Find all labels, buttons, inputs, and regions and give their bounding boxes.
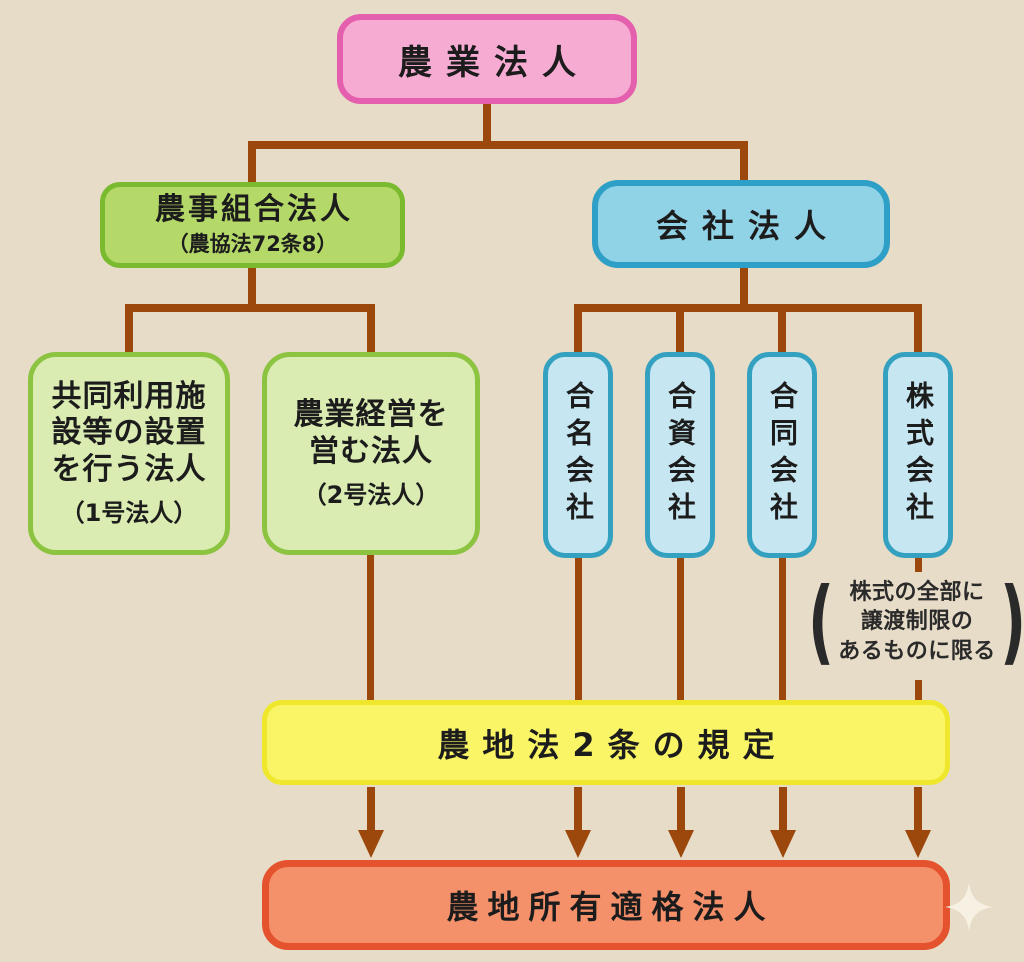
connector-to-goshi xyxy=(676,304,684,356)
node-farming-management-corporation: 農業経営を 営む法人 （2号法人） xyxy=(262,352,480,555)
note-text: 株式の全部に 譲渡制限の あるものに限る xyxy=(838,578,996,665)
note-line-1: 株式の全部に xyxy=(849,580,985,606)
connector-top-horizontal xyxy=(248,141,748,149)
node-qualified-farmland-label: 農地所有適格法人 xyxy=(446,888,775,926)
arrow-shaft-3 xyxy=(677,787,685,833)
drop-kabushiki-lower xyxy=(915,680,922,703)
node-company-corporation-label: 会社法人 xyxy=(655,207,840,245)
node-farmland-act-article-2: 農地法2条の規定 xyxy=(262,700,950,785)
share-transfer-restriction-note: ( 株式の全部に 譲渡制限の あるものに限る ) xyxy=(808,567,1024,676)
node-godo-kaisha: 合同会社 xyxy=(747,352,817,558)
connector-to-kabushiki xyxy=(914,304,922,356)
node-farm-cooperative-corporation: 農事組合法人 （農協法72条8） xyxy=(100,182,405,268)
node-joint-facility-corporation: 共同利用施 設等の設置 を行う法人 （1号法人） xyxy=(28,352,230,555)
connector-to-coop xyxy=(248,141,256,186)
connector-coop-horizontal xyxy=(125,304,375,312)
node-gomei-kaisha: 合名会社 xyxy=(543,352,613,558)
arrow-head-4 xyxy=(770,830,796,858)
arrow-head-3 xyxy=(668,830,694,858)
connector-to-coop-child-2 xyxy=(367,304,375,356)
node-joint-facility-line-1: 共同利用施 xyxy=(51,378,207,414)
drop-coop-child-2 xyxy=(367,553,374,703)
connector-to-coop-child-1 xyxy=(125,304,133,356)
node-agricultural-corporation: 農業法人 xyxy=(337,14,637,104)
node-farm-cooperative-label: 農事組合法人 xyxy=(155,191,353,227)
node-agricultural-corporation-label: 農業法人 xyxy=(398,42,590,83)
note-line-3: あるものに限る xyxy=(838,638,996,664)
drop-goshi xyxy=(677,556,684,703)
connector-to-company xyxy=(740,141,748,184)
note-line-2: 譲渡制限の xyxy=(860,609,974,635)
node-joint-facility-line-2: 設等の設置 xyxy=(51,415,207,451)
drop-gomei xyxy=(575,556,582,703)
connector-coop-down xyxy=(248,266,256,312)
drop-kabushiki-upper xyxy=(915,556,922,572)
node-joint-facility-note: （1号法人） xyxy=(60,499,198,528)
node-farm-cooperative-note: （農協法72条8） xyxy=(167,231,338,256)
node-qualified-farmland-owning-corporation: 農地所有適格法人 xyxy=(262,860,950,950)
arrow-shaft-4 xyxy=(779,787,787,833)
arrow-head-2 xyxy=(565,830,591,858)
node-goshi-kaisha: 合資会社 xyxy=(645,352,715,558)
arrow-head-1 xyxy=(358,830,384,858)
arrow-shaft-5 xyxy=(914,787,922,833)
node-joint-facility-line-3: を行う法人 xyxy=(51,451,207,487)
drop-godo xyxy=(779,556,786,703)
node-farming-management-line-1: 農業経営を xyxy=(293,396,449,432)
note-open-paren: ( xyxy=(808,567,835,675)
node-farmland-act-label: 農地法2条の規定 xyxy=(437,725,788,764)
connector-to-gomei xyxy=(574,304,582,356)
arrow-head-5 xyxy=(905,830,931,858)
arrow-shaft-1 xyxy=(367,787,375,833)
connector-root-down xyxy=(483,102,491,149)
node-farming-management-note: （2号法人） xyxy=(302,481,440,510)
connector-company-horizontal xyxy=(574,304,922,312)
connector-company-down xyxy=(740,266,748,312)
sparkle-icon xyxy=(944,882,994,932)
connector-to-godo xyxy=(778,304,786,356)
note-close-paren: ) xyxy=(999,567,1024,675)
arrow-shaft-2 xyxy=(574,787,582,833)
node-kabushiki-kaisha: 株式会社 xyxy=(883,352,953,558)
node-farming-management-line-2: 営む法人 xyxy=(309,433,433,469)
node-company-corporation: 会社法人 xyxy=(592,180,890,268)
